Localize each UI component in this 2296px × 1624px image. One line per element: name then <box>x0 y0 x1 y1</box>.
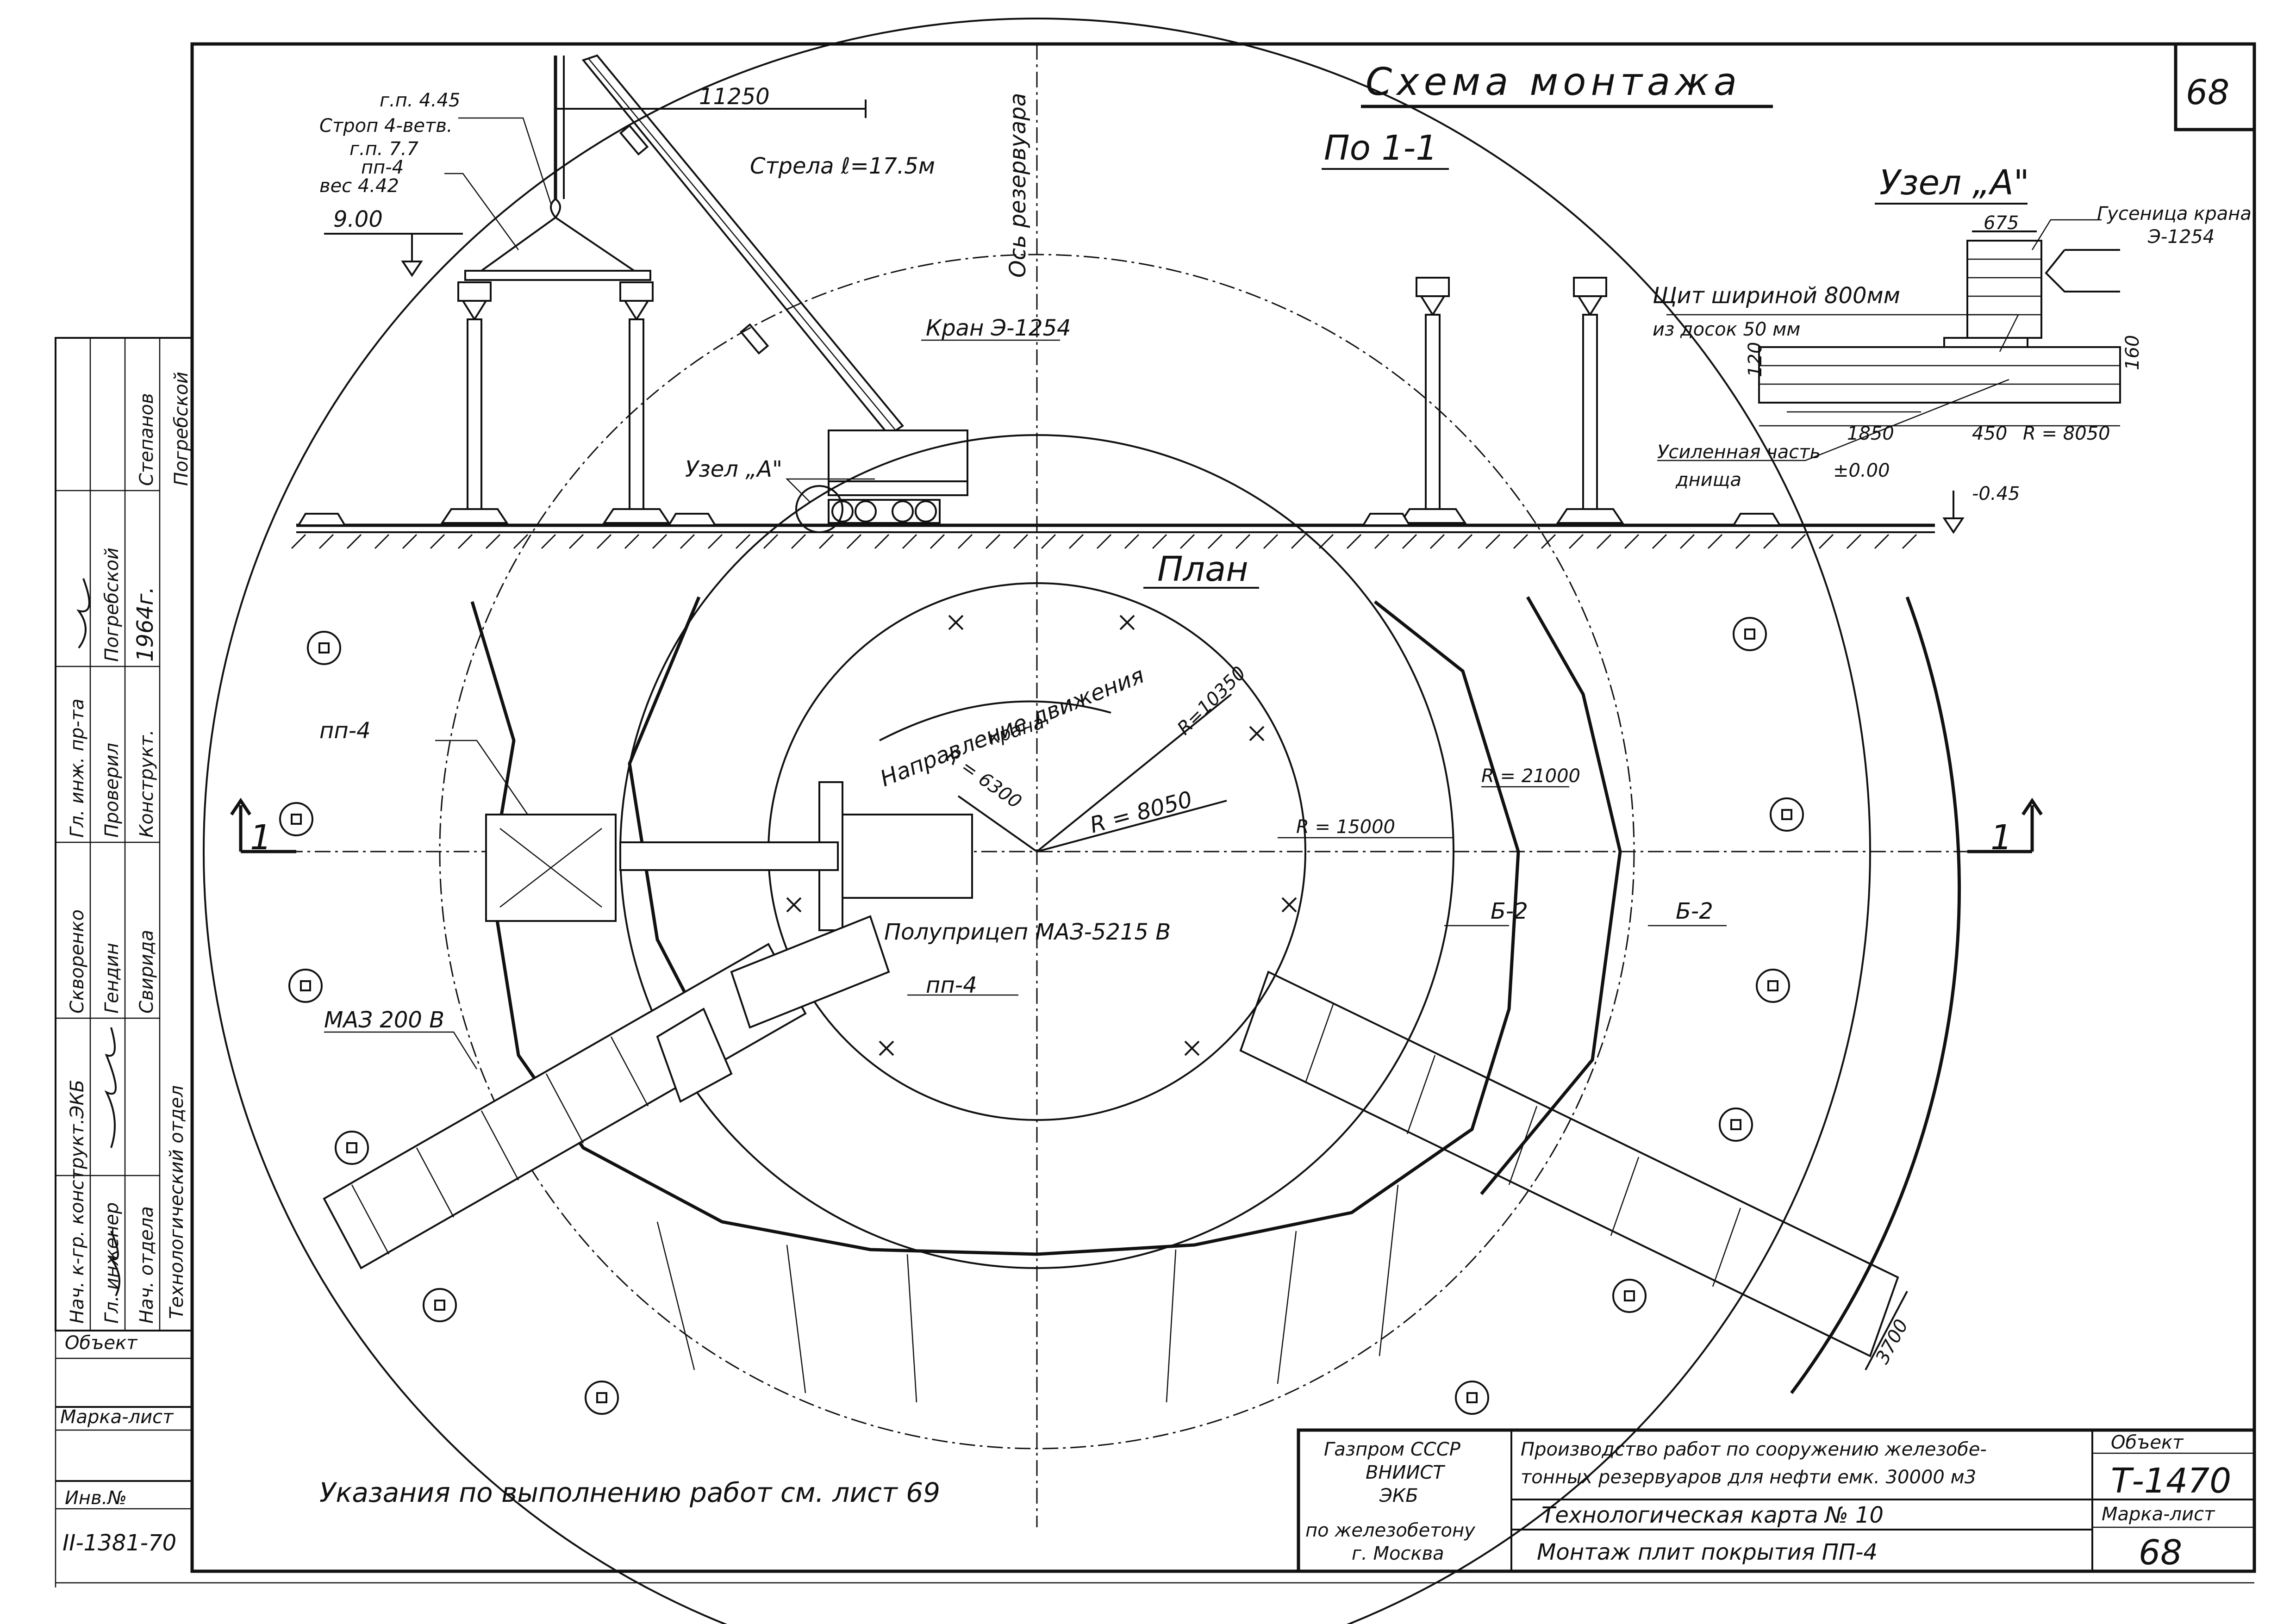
elevation-view <box>291 44 1935 1527</box>
stamp-inv-label: Инв.№ <box>65 1487 127 1509</box>
stamp-inv-value: II-1381-70 <box>62 1530 176 1556</box>
level-900-label: 9.00 <box>333 206 383 232</box>
work-instructions-note: Указания по выполнению работ см. лист 69 <box>319 1477 940 1508</box>
work-title-1: Производство работ по сооружению железоб… <box>1521 1439 1987 1460</box>
node-ref-label: Узел „А" <box>685 456 782 482</box>
boom-label: Стрела ℓ=17.5м <box>750 153 935 179</box>
column-2 <box>602 281 671 524</box>
truck-label: МАЗ 200 В <box>324 1007 444 1033</box>
sling-label: Строп 4-ветв. <box>319 115 453 137</box>
column-3 <box>1398 277 1467 524</box>
object-value: Т-1470 <box>2111 1461 2231 1501</box>
dim-3700: 3700 <box>1872 1316 1912 1367</box>
dim-675: 675 <box>1984 212 2019 234</box>
stamp-block <box>55 337 193 1510</box>
semitrailer-label: Полуприцеп МАЗ-5215 В <box>884 919 1171 945</box>
stamp-role-1: Нач. к-гр. конструкт.ЭКБ <box>67 1080 88 1324</box>
track-label: Гусеница крана <box>2097 203 2252 224</box>
stamp-year: 1964г. <box>132 586 158 662</box>
object-label: Объект <box>2111 1432 2184 1453</box>
stamp-role-3: Нач. отдела <box>136 1206 157 1324</box>
sheet-number: 68 <box>2186 73 2229 112</box>
dim-120: 120 <box>1745 342 1766 377</box>
dim-160: 160 <box>2122 335 2143 370</box>
semitrailer-plan <box>323 915 890 1269</box>
level-zero: ±0.00 <box>1833 460 1890 481</box>
node-a-title: Узел „А" <box>1879 163 2029 203</box>
drawing-title: Схема монтажа <box>1366 60 1741 104</box>
org-line-1: Газпром СССР <box>1324 1439 1461 1460</box>
crane-capacity-label: г.п. 7.7 <box>349 138 418 160</box>
section-mark-left: 1 <box>250 818 272 858</box>
stamp-name-5: Погребской <box>171 372 192 486</box>
stamp-name-2: Гендин <box>101 943 123 1014</box>
column-1 <box>440 281 509 524</box>
node-a-detail <box>1657 219 2121 534</box>
stamp-mark-sheet-label: Марка-лист <box>60 1406 174 1428</box>
radius-6300: R = 6300 <box>942 746 1025 813</box>
stamp-dept: Технологический отдел <box>166 1085 187 1319</box>
stamp-role-5: Проверил <box>101 743 123 838</box>
org-line-3: ЭКБ <box>1379 1485 1418 1506</box>
section-label: По 1-1 <box>1324 128 1437 168</box>
panel-label-elev: пп-4 <box>361 157 404 178</box>
card-subtitle: Монтаж плит покрытия ПП-4 <box>1537 1539 1878 1565</box>
stamp-name-4: Степанов <box>136 393 157 486</box>
stamp-name-6: Погребской <box>101 548 123 662</box>
panel-label-plan-1: пп-4 <box>319 718 371 744</box>
section-mark-right: 1 <box>1990 818 2012 858</box>
org-line-4: по железобетону <box>1305 1520 1476 1541</box>
dim-1850: 1850 <box>1847 423 1894 444</box>
tank-axis-label: Ось резервуара <box>1005 93 1031 278</box>
crane-label: Кран Э-1254 <box>926 315 1071 341</box>
signature-3 <box>76 578 90 649</box>
stamp-role-6: Конструкт. <box>136 729 157 838</box>
reinforced-sub: днища <box>1675 469 1741 491</box>
shield-sub: из досок 50 мм <box>1653 319 1800 340</box>
beam-label-1: Б-2 <box>1491 898 1528 924</box>
radius-10350: R=10350 <box>1173 662 1250 739</box>
panel-label-plan-2: пп-4 <box>926 972 977 998</box>
signature-2 <box>108 1231 120 1296</box>
track-model: Э-1254 <box>2147 226 2215 248</box>
boom-plan <box>619 841 839 871</box>
radius-8050: R = 8050 <box>1087 786 1195 839</box>
crane-plan <box>832 814 973 899</box>
stamp-name-3: Свирида <box>136 930 157 1014</box>
beam-label-2: Б-2 <box>1676 898 1713 924</box>
plan-title: План <box>1157 549 1248 589</box>
ground-hatching <box>291 534 1917 549</box>
card-title: Технологическая карта № 10 <box>1541 1502 1884 1528</box>
stamp-name-1: Скворенко <box>67 909 88 1014</box>
level-minus: -0.45 <box>1972 483 2020 504</box>
stamp-object-label: Объект <box>65 1332 138 1354</box>
title-block <box>1297 1428 2256 1573</box>
column-4 <box>1556 277 1624 524</box>
org-line-5: г. Москва <box>1352 1543 1444 1564</box>
mark-sheet-value: 68 <box>2139 1533 2182 1573</box>
mark-sheet-label: Марка-лист <box>2102 1504 2215 1525</box>
org-line-2: ВНИИСТ <box>1366 1462 1446 1483</box>
stamp-role-2: Гл. инженер <box>101 1202 123 1324</box>
node-radius: R = 8050 <box>2023 423 2110 444</box>
outer-columns <box>279 617 1804 1415</box>
reach-dimension: 11250 <box>699 84 770 110</box>
sheet-number-box <box>2174 42 2256 131</box>
slings-level-label: г.п. 4.45 <box>380 90 460 111</box>
shield-label: Щит шириной 800мм <box>1653 283 1900 309</box>
reinforced-label: Усиленная часть <box>1657 442 1821 463</box>
radius-21000: R = 21000 <box>1481 765 1580 787</box>
weight-label: вес 4.42 <box>319 175 399 197</box>
radius-15000: R = 15000 <box>1296 816 1395 838</box>
stamp-role-4: Гл. инж. пр-та <box>67 698 88 838</box>
work-title-2: тонных резервуаров для нефти емк. 30000 … <box>1521 1467 1976 1488</box>
lifted-panel <box>464 270 651 281</box>
signature-1 <box>104 1027 117 1148</box>
dim-450: 450 <box>1972 423 2007 444</box>
plan-view <box>203 18 2043 1624</box>
